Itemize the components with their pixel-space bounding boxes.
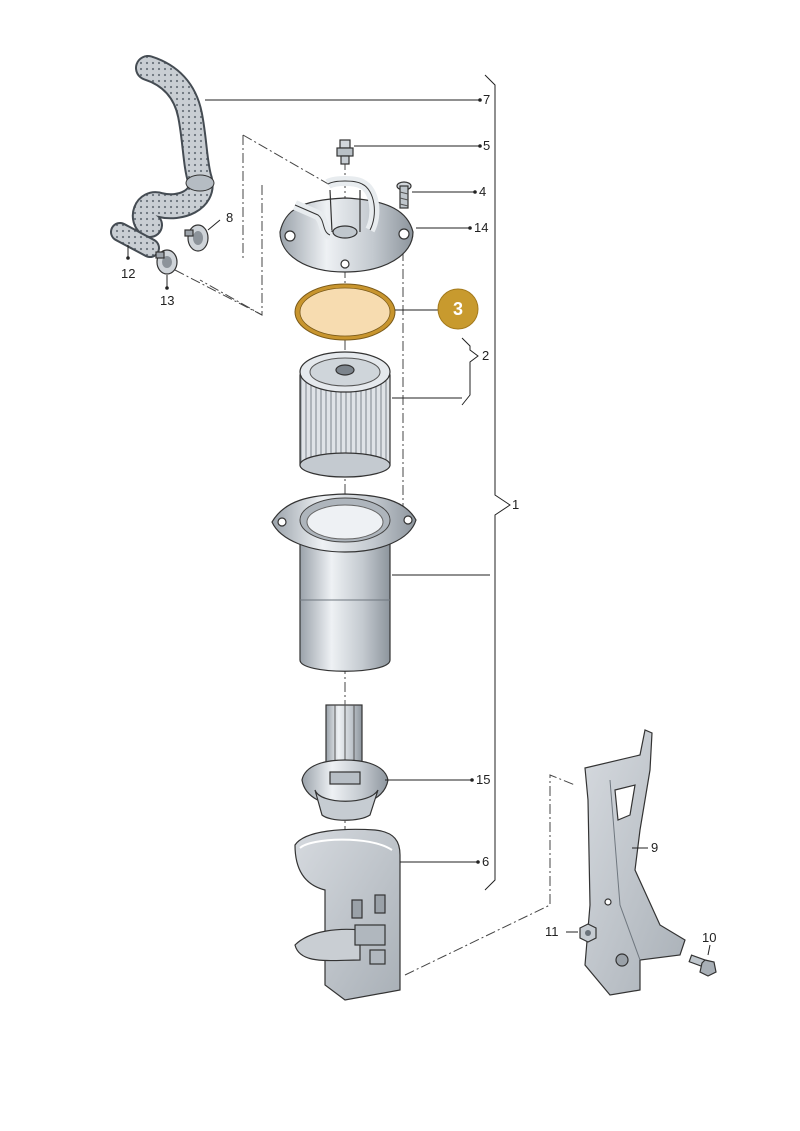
part-11-nut[interactable] bbox=[579, 923, 597, 943]
part-10-bolt[interactable] bbox=[688, 954, 717, 977]
bracket-2 bbox=[461, 337, 479, 406]
part-14-filter-cover[interactable] bbox=[279, 176, 414, 273]
part-2-filter-element[interactable] bbox=[299, 351, 391, 478]
callout-10[interactable]: 10 bbox=[702, 930, 716, 945]
callout-14[interactable]: 14 bbox=[474, 220, 488, 235]
callout-8[interactable]: 8 bbox=[226, 210, 233, 225]
badge-label: 3 bbox=[453, 299, 463, 319]
callout-labels: 7 5 4 14 8 12 13 2 1 15 6 9 10 11 bbox=[121, 92, 716, 945]
callout-4[interactable]: 4 bbox=[479, 184, 486, 199]
highlight-badge-3[interactable]: 3 bbox=[437, 288, 479, 330]
part-12-hose-stub[interactable] bbox=[110, 222, 160, 258]
callout-2[interactable]: 2 bbox=[482, 348, 489, 363]
part-15-heater-insert[interactable] bbox=[301, 700, 389, 821]
callout-13[interactable]: 13 bbox=[160, 293, 174, 308]
callout-9[interactable]: 9 bbox=[651, 840, 658, 855]
bracket-1 bbox=[484, 74, 511, 891]
part-1-filter-housing[interactable] bbox=[271, 493, 417, 672]
callout-5[interactable]: 5 bbox=[483, 138, 490, 153]
part-6-filter-holder[interactable] bbox=[294, 828, 401, 1001]
callout-7[interactable]: 7 bbox=[483, 92, 490, 107]
part-4-screw[interactable] bbox=[396, 181, 412, 209]
leader-lines bbox=[126, 98, 711, 956]
part-3-seal-ring[interactable] bbox=[294, 283, 396, 341]
callout-12[interactable]: 12 bbox=[121, 266, 135, 281]
part-13-hose-clamp[interactable] bbox=[155, 249, 178, 275]
callout-6[interactable]: 6 bbox=[482, 854, 489, 869]
part-8-hose-clamp[interactable] bbox=[184, 224, 209, 252]
part-9-mounting-bracket[interactable] bbox=[584, 729, 686, 996]
callout-11[interactable]: 11 bbox=[545, 924, 559, 939]
part-5-vent-screw[interactable] bbox=[336, 139, 354, 165]
callout-1[interactable]: 1 bbox=[512, 497, 519, 512]
part-7-hose[interactable] bbox=[131, 55, 215, 238]
callout-15[interactable]: 15 bbox=[476, 772, 490, 787]
